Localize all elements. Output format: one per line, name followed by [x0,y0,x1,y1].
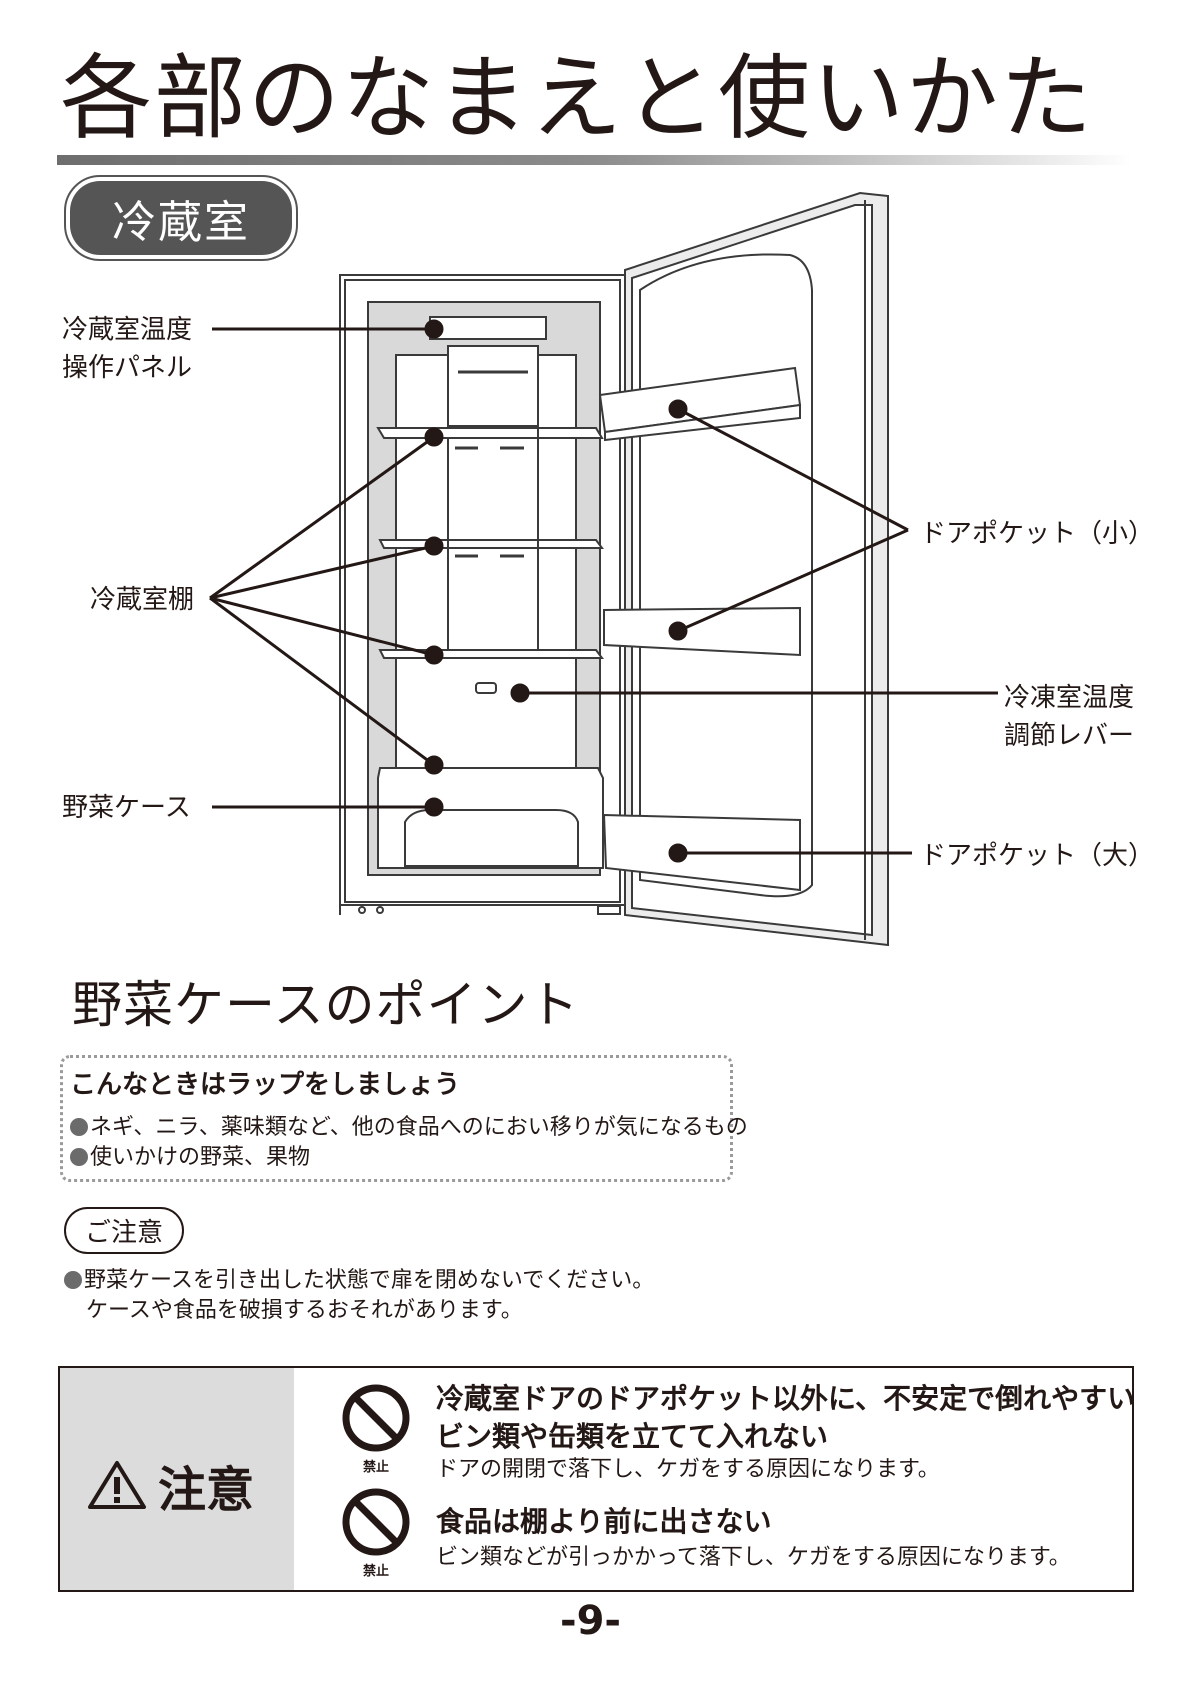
caution-detail: ドアの開閉で落下し、ケガをする原因になります。 [436,1455,940,1485]
tip-item: 使いかけの野菜、果物 [70,1143,310,1173]
label-panel-line2: 操作パネル [62,350,192,386]
label-freezer-lever-line2: 調節レバー [1004,718,1134,754]
label-panel-line1: 冷蔵室温度 [62,312,192,348]
notice-line: ケースや食品を破損するおそれがあります。 [86,1296,523,1326]
label-door-pocket-large: ドアポケット（大） [920,838,1154,874]
notice-line: 野菜ケースを引き出した状態で扉を閉めないでください。 [64,1266,654,1296]
caution-detail: ビン類などが引っかかって落下し、ケガをする原因になります。 [436,1543,1071,1573]
caution-heading: 冷蔵室ドアのドアポケット以外に、不安定で倒れやすい [436,1380,1135,1418]
bullet-icon [70,1118,88,1136]
bullet-icon [70,1148,88,1166]
warning-triangle-icon [86,1459,148,1511]
tip-heading: こんなときはラップをしましょう [70,1064,460,1101]
caution-heading: 食品は棚より前に出さない [436,1503,771,1541]
label-shelf: 冷蔵室棚 [90,582,194,618]
label-vegetable-case: 野菜ケース [62,790,191,826]
tip-item: ネギ、ニラ、薬味類など、他の食品へのにおい移りが気になるもの [70,1113,748,1143]
notice-label: ご注意 [64,1207,184,1254]
bullet-icon [64,1271,82,1289]
caution-label-text: 注意 [158,1450,254,1520]
caution-label: 注意 [86,1450,254,1520]
prohibited-icon-label: 禁止 [346,1456,406,1475]
label-door-pocket-small: ドアポケット（小） [920,516,1154,552]
prohibited-icon-label: 禁止 [346,1560,406,1579]
page-number: -9- [560,1598,621,1644]
prohibited-icon [342,1384,410,1452]
veg-points-title: 野菜ケースのポイント [72,978,580,1033]
caution-heading: ビン類や缶類を立てて入れない [436,1418,828,1456]
prohibited-icon [342,1488,410,1556]
label-freezer-lever-line1: 冷凍室温度 [1004,680,1134,716]
